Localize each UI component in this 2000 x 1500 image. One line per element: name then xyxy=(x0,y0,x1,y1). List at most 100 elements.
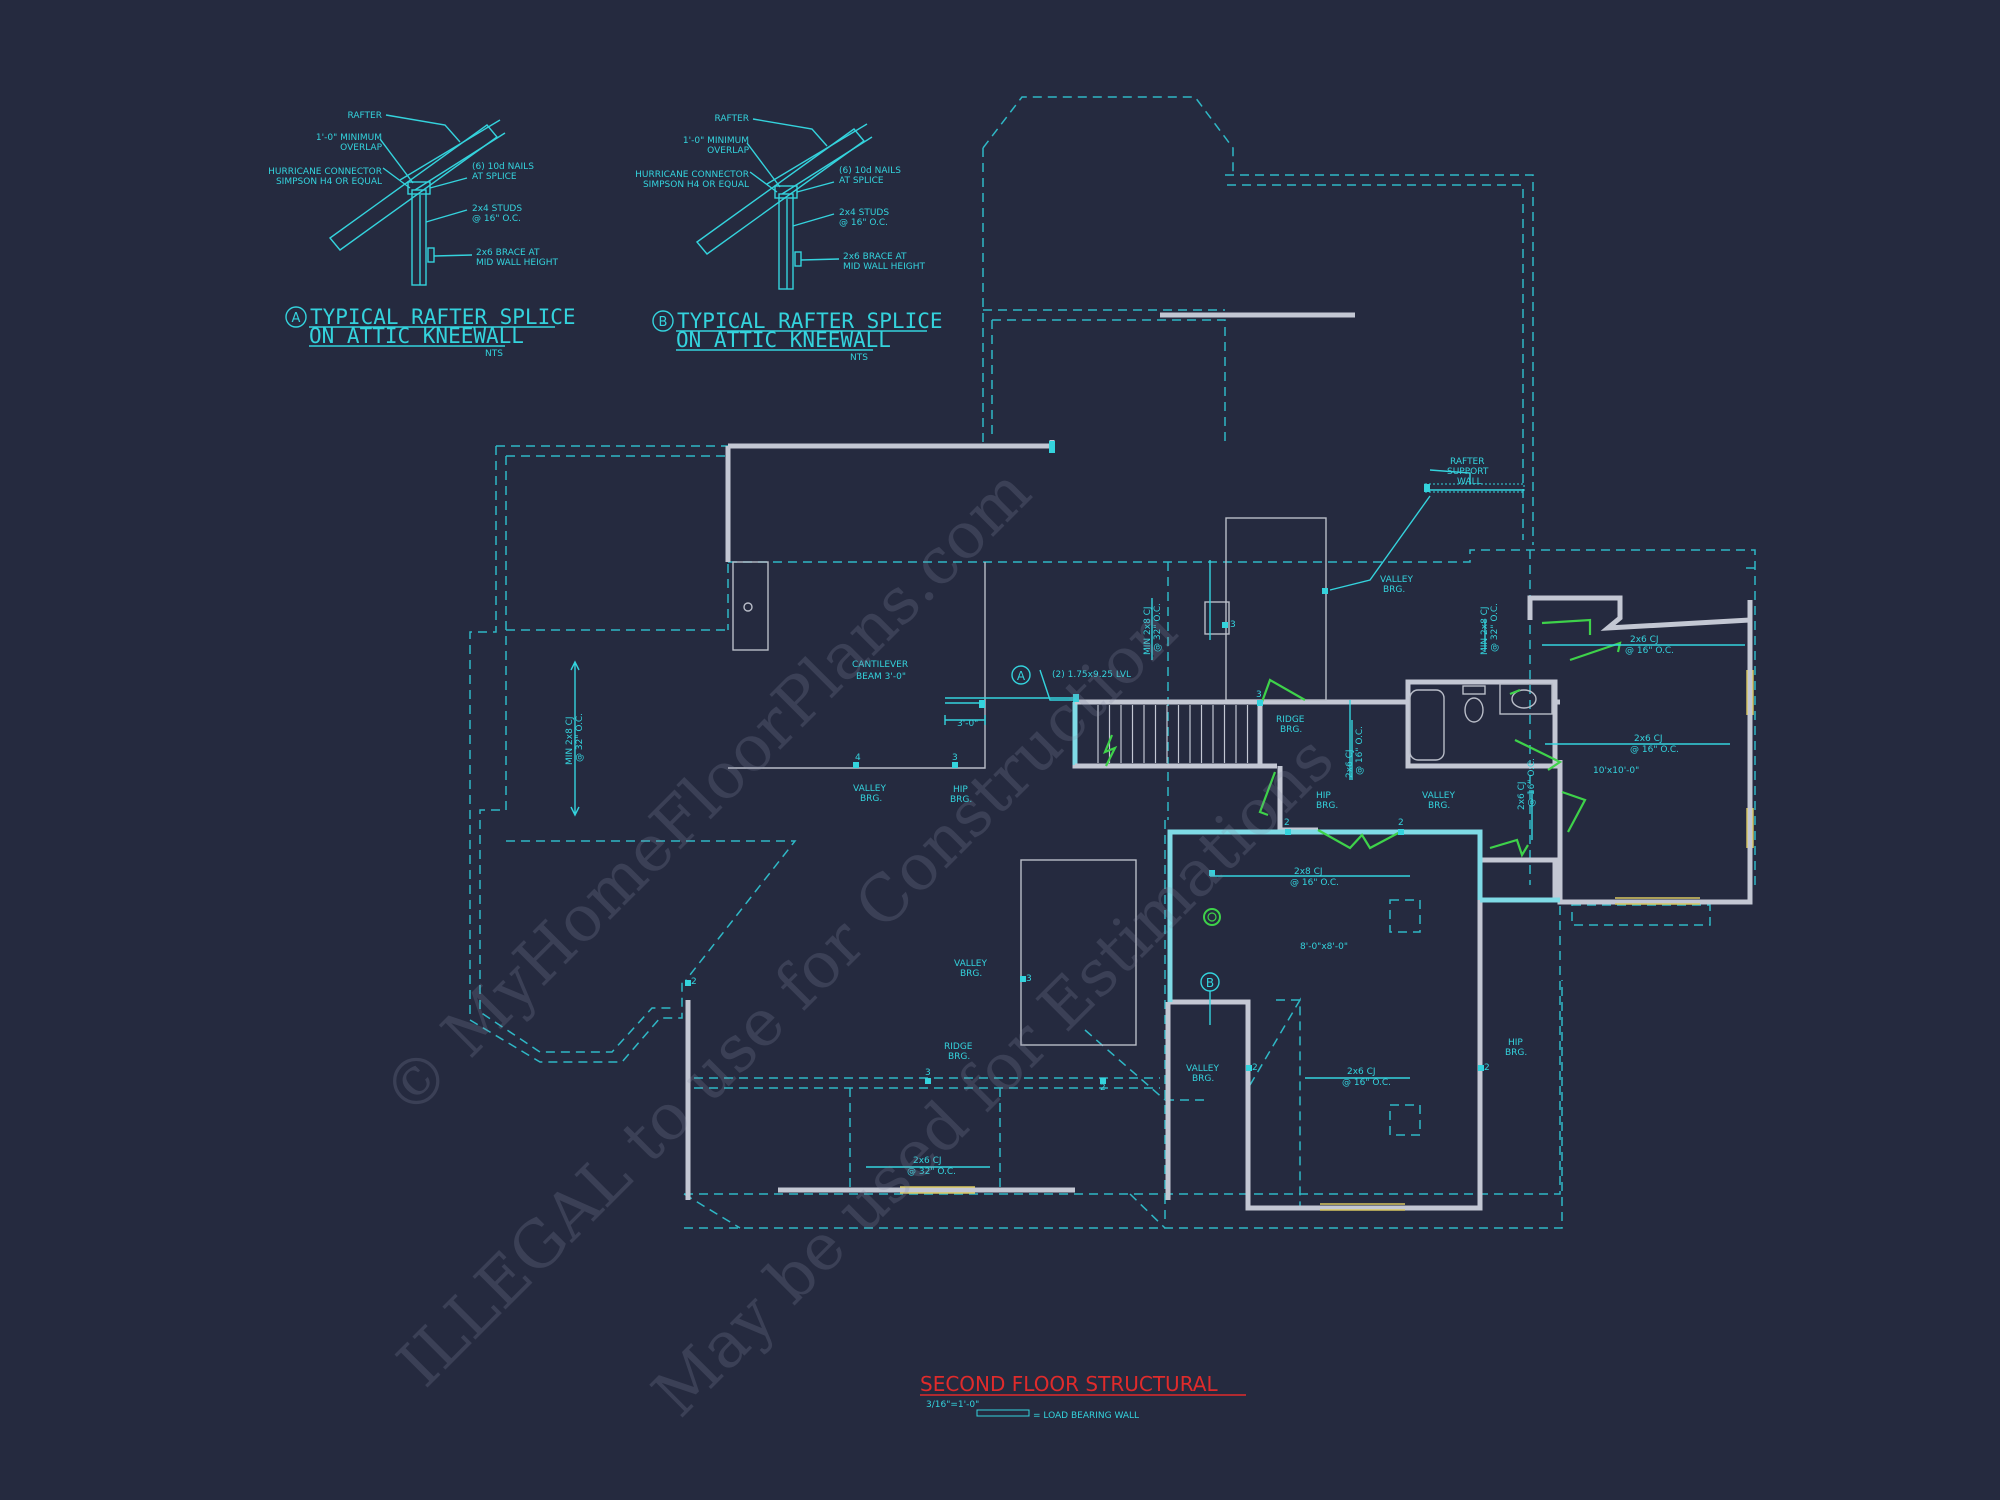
joist-left-1: MIN 2x8 CJ xyxy=(565,716,575,765)
brg-ridge-2: RIDGE xyxy=(944,1042,973,1052)
detail-b-note-nails-1: (6) 10d NAILS xyxy=(839,166,901,176)
detail-a-scale: NTS xyxy=(485,349,503,359)
joist-bath-1: 2x6 CJ xyxy=(1517,781,1527,810)
detail-b-note-hurricane-2: SIMPSON H4 OR EQUAL xyxy=(643,180,749,190)
joist-center-1: MIN 2x8 CJ xyxy=(1143,606,1153,655)
detail-a-note-overlap-2: OVERLAP xyxy=(340,143,382,153)
detail-a-marker-circle xyxy=(285,306,307,328)
brg-num: 2 xyxy=(1398,818,1404,828)
open-to-below xyxy=(1020,859,1137,1046)
lvl-label: (2) 1.75x9.25 LVL xyxy=(1052,670,1131,680)
brg-valley-4-suffix: BRG. xyxy=(960,969,982,979)
cantilever-beam xyxy=(944,469,1525,725)
section-marker-b-label: B xyxy=(1206,976,1214,990)
load-bearing-legend-label: = LOAD BEARING WALL xyxy=(1033,1411,1139,1421)
brg-num: 4 xyxy=(855,753,861,763)
brg-hip-1: HIP xyxy=(953,785,968,795)
ceiling-height-master: 8'-0"x8'-0" xyxy=(1300,942,1348,952)
dimension-lines xyxy=(570,560,1745,1168)
brg-num: 3 xyxy=(1230,620,1236,630)
detail-b-title-1: TYPICAL RAFTER SPLICE xyxy=(677,309,943,333)
detail-b-note-studs-1: 2x4 STUDS xyxy=(839,208,889,218)
joist-left-2: @ 32" O.C. xyxy=(575,713,585,762)
detail-b-note-overlap-1: 1'-0" MINIMUM xyxy=(683,136,749,146)
joist-callouts: MIN 2x8 CJ @ 32" O.C. MIN 2x8 CJ @ 32" O… xyxy=(565,603,1679,1177)
brg-hip-3-suffix: BRG. xyxy=(1505,1048,1527,1058)
brg-valley-5-suffix: BRG. xyxy=(1192,1074,1214,1084)
joist-hall-1: 2x6 CJ xyxy=(1345,749,1355,778)
detail-a-note-nails-1: (6) 10d NAILS xyxy=(472,162,534,172)
stair xyxy=(1075,699,1277,769)
brg-ridge-1-suffix: BRG. xyxy=(1280,725,1302,735)
cantilever-label-2: BEAM 3'-0" xyxy=(856,672,906,682)
detail-b-note-brace-1: 2x6 BRACE AT xyxy=(843,252,907,262)
brg-valley-3-suffix: BRG. xyxy=(1428,801,1450,811)
walls xyxy=(685,312,1753,1211)
detail-a: RAFTER 1'-0" MINIMUM OVERLAP HURRICANE C… xyxy=(268,111,575,359)
bearing-walls xyxy=(1072,702,1560,1002)
joist-master-3: 2x6 CJ xyxy=(1347,1067,1376,1077)
section-marker-a xyxy=(1011,665,1031,685)
window-marks xyxy=(900,670,1754,1211)
brg-ridge-2-suffix: BRG. xyxy=(948,1052,970,1062)
brg-num: 2 xyxy=(1284,818,1290,828)
section-marker-a-label: A xyxy=(1017,669,1026,683)
brg-num: 2 xyxy=(1484,1063,1490,1073)
detail-b-note-overlap-2: OVERLAP xyxy=(707,146,749,156)
green-angled-walls xyxy=(1258,618,1622,858)
detail-b: RAFTER 1'-0" MINIMUM OVERLAP HURRICANE C… xyxy=(635,114,942,363)
joist-right-1: MIN 2x8 CJ xyxy=(1480,606,1490,655)
detail-b-marker-circle xyxy=(652,310,674,332)
joist-master-4: @ 16" O.C. xyxy=(1342,1078,1391,1088)
detail-a-tag: A xyxy=(292,311,301,326)
detail-a-title-1: TYPICAL RAFTER SPLICE xyxy=(310,305,576,329)
bearing-points xyxy=(685,441,1484,1084)
brg-hip-1-suffix: BRG. xyxy=(950,795,972,805)
detail-b-linework xyxy=(695,118,873,290)
detail-b-note-brace-2: MID WALL HEIGHT xyxy=(843,262,926,272)
brg-num: 2 xyxy=(1252,1063,1258,1073)
brg-valley-2: VALLEY xyxy=(853,784,886,794)
detail-b-note-nails-2: AT SPLICE xyxy=(839,176,884,186)
bearing-numbers: 3 4 3 3 3 2 2 2 2 3 2 2 xyxy=(691,620,1490,1093)
detail-a-note-nails-2: AT SPLICE xyxy=(472,172,517,182)
detail-b-tag: B xyxy=(659,315,668,330)
brg-ridge-1: RIDGE xyxy=(1276,715,1305,725)
detail-a-note-brace-1: 2x6 BRACE AT xyxy=(476,248,540,258)
joist-center-2: @ 32" O.C. xyxy=(1153,603,1163,652)
detail-a-note-studs-2: @ 16" O.C. xyxy=(472,214,521,224)
sheet-scale: 3/16"=1'-0" xyxy=(926,1400,979,1410)
brg-num: 3 xyxy=(952,753,958,763)
ceiling-fixture-icon xyxy=(1203,908,1221,926)
brg-num: 3 xyxy=(1256,690,1262,700)
joist-master-2: @ 16" O.C. xyxy=(1290,878,1339,888)
detail-a-note-overlap-1: 1'-0" MINIMUM xyxy=(316,133,382,143)
ceiling-height-bedroom: 10'x10'-0" xyxy=(1593,766,1639,776)
brg-num: 3 xyxy=(1026,974,1032,984)
joist-front-1: 2x6 CJ xyxy=(913,1156,942,1166)
brg-valley-1: VALLEY xyxy=(1380,575,1413,585)
cantilever-label-1: CANTILEVER xyxy=(852,660,908,670)
detail-a-note-studs-1: 2x4 STUDS xyxy=(472,204,522,214)
brg-hip-2: HIP xyxy=(1316,791,1331,801)
detail-a-note-hurricane-2: SIMPSON H4 OR EQUAL xyxy=(276,177,382,187)
load-bearing-legend-swatch xyxy=(976,1409,1030,1417)
roof-outline-dashed xyxy=(469,96,1756,1229)
detail-b-note-rafter: RAFTER xyxy=(714,114,749,124)
vanity xyxy=(1499,683,1553,715)
sheet-title: SECOND FLOOR STRUCTURAL xyxy=(920,1372,1218,1396)
brg-valley-2-suffix: BRG. xyxy=(860,794,882,804)
joist-bed-1: 2x6 CJ xyxy=(1630,635,1659,645)
joist-bed-3: 2x6 CJ xyxy=(1634,734,1663,744)
joist-right-2: @ 32" O.C. xyxy=(1490,603,1500,652)
fireplace-box xyxy=(732,561,769,651)
toilet xyxy=(1464,697,1484,723)
rafter-support-label-3: WALL xyxy=(1457,477,1482,487)
room-outlines xyxy=(728,517,1553,1046)
sheet-footer: SECOND FLOOR STRUCTURAL 3/16"=1'-0" = LO… xyxy=(920,1372,1246,1421)
chimney-box xyxy=(1225,517,1327,701)
rafter-support-label-2: SUPPORT xyxy=(1447,467,1489,477)
brg-hip-3: HIP xyxy=(1508,1038,1523,1048)
detail-a-note-rafter: RAFTER xyxy=(347,111,382,121)
